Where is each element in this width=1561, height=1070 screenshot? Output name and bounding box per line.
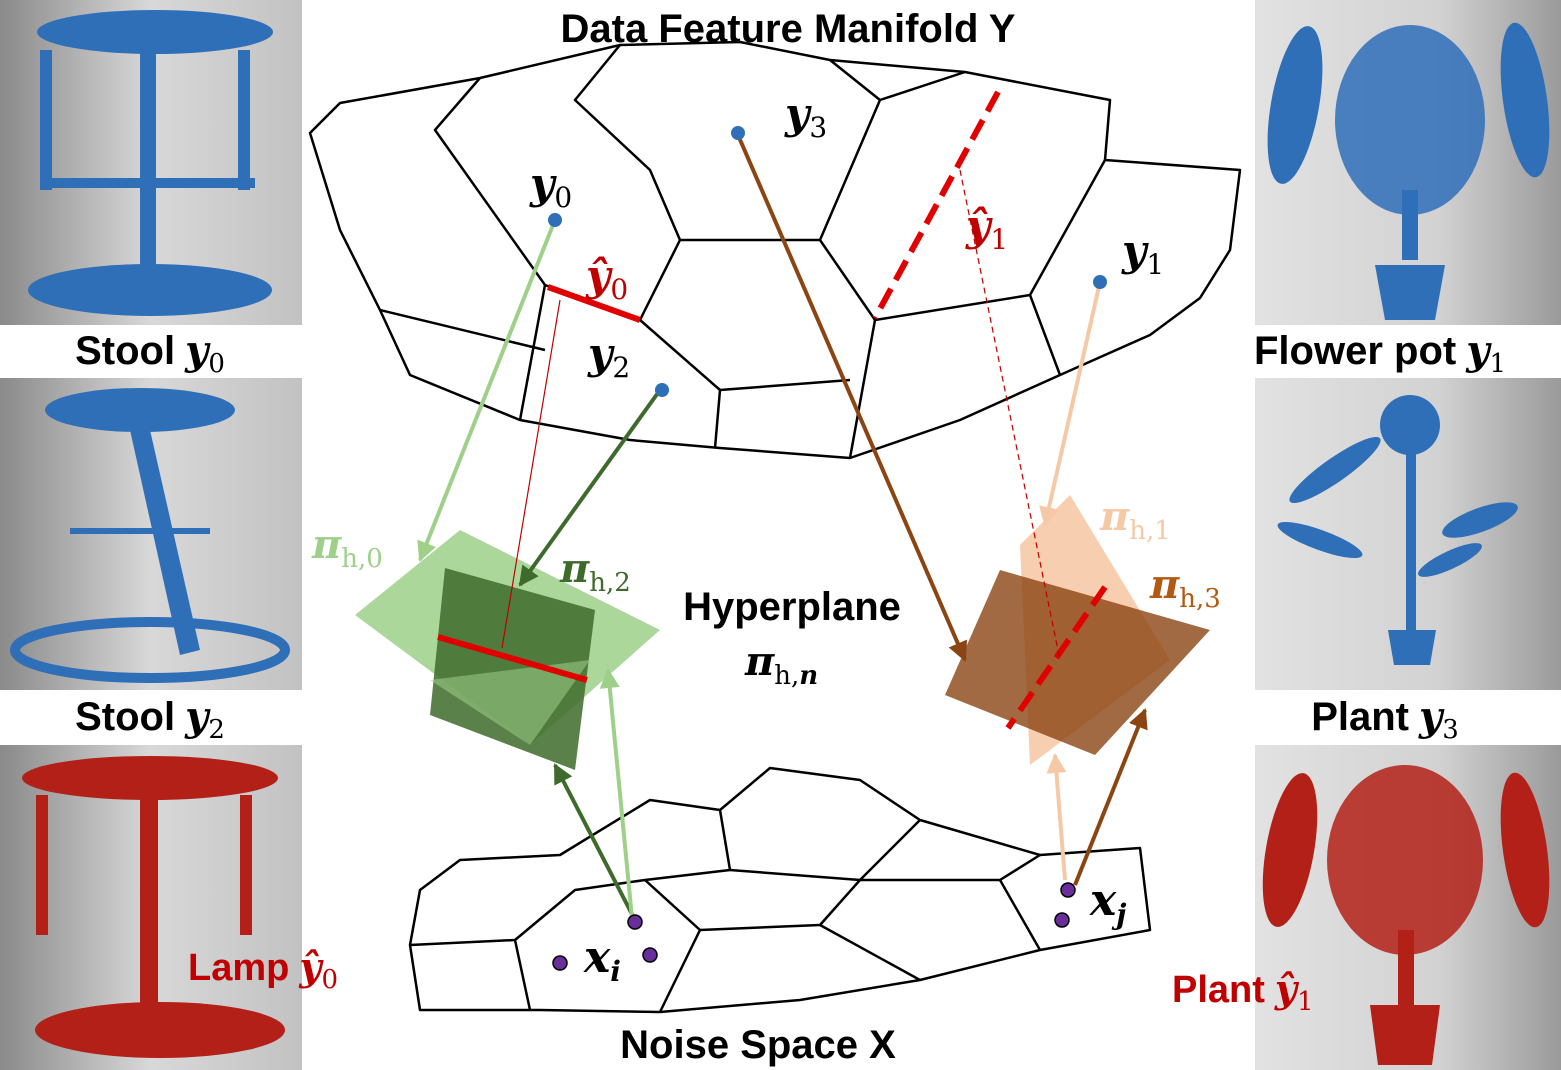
point-y1 xyxy=(1093,275,1107,289)
label-pi-h0: πh,0 xyxy=(311,521,383,574)
label-pi-h1: πh,1 xyxy=(1099,493,1171,546)
thumbnail-lamp-y0hat xyxy=(0,745,302,1070)
noise-point-xi-1 xyxy=(627,914,643,930)
label-y0: y0 xyxy=(529,159,572,214)
noise-point-xi-2 xyxy=(642,947,658,963)
manifold-y-cells xyxy=(308,40,1242,460)
label-y2: y2 xyxy=(587,329,630,384)
label-xj: xj xyxy=(1089,875,1126,931)
thumbnail-plant-y3 xyxy=(1255,378,1561,690)
label-y0hat: ŷ0 xyxy=(585,251,628,306)
arrow-y1-to-pi-h1 xyxy=(1039,281,1102,527)
boundary-y1hat-manifold xyxy=(872,90,1001,320)
thumbnail-plant-y1hat xyxy=(1255,745,1561,1070)
noise-points xyxy=(552,882,1076,971)
thumbnail-stool-y0 xyxy=(0,0,302,325)
point-y2 xyxy=(655,383,669,397)
boundary-y0hat-manifold xyxy=(546,284,642,323)
noise-space-x-cells xyxy=(408,766,1152,1014)
noise-point-xj-1 xyxy=(1060,882,1076,898)
label-hyperplane-symbol: πh,n xyxy=(744,638,818,691)
boundary-y0hat-plane xyxy=(437,634,588,683)
arrow-xj-to-pi-h3 xyxy=(1073,708,1148,886)
arrow-y3-to-pi-h3 xyxy=(736,134,968,662)
arrow-xi-to-pi-h0 xyxy=(599,668,634,919)
label-y1hat: ŷ1 xyxy=(965,201,1008,256)
label-pi-h2: πh,2 xyxy=(559,545,631,598)
arrow-xi-to-pi-h2 xyxy=(553,763,637,921)
point-y0 xyxy=(548,213,562,227)
arrow-y0-to-pi-h0 xyxy=(417,219,557,562)
arrow-xj-to-pi-h1 xyxy=(1046,753,1067,881)
noise-point-xj-2 xyxy=(1054,912,1070,928)
projection-y0hat xyxy=(501,299,561,649)
point-y3 xyxy=(731,126,745,140)
boundary-y1hat-plane xyxy=(1005,585,1108,730)
label-y1: y1 xyxy=(1121,226,1164,281)
label-pi-h3: πh,3 xyxy=(1149,561,1221,614)
arrow-y2-to-pi-h2 xyxy=(518,388,662,587)
label-xi: xi xyxy=(583,932,621,988)
hyperplane-overlap-left xyxy=(430,660,590,745)
title-noise-space: Noise Space X xyxy=(620,1023,896,1067)
projection-y1hat xyxy=(959,169,1061,661)
noise-point-xi-3 xyxy=(552,955,568,971)
label-y3: y3 xyxy=(784,89,827,144)
thumbnail-flowerpot-y1 xyxy=(1255,0,1561,325)
thumbnail-stool-y2 xyxy=(0,378,302,690)
hyperplane-pi-h3 xyxy=(945,570,1210,755)
hyperplane-pi-h2 xyxy=(430,568,595,770)
label-hyperplane-word: Hyperplane xyxy=(683,585,901,629)
